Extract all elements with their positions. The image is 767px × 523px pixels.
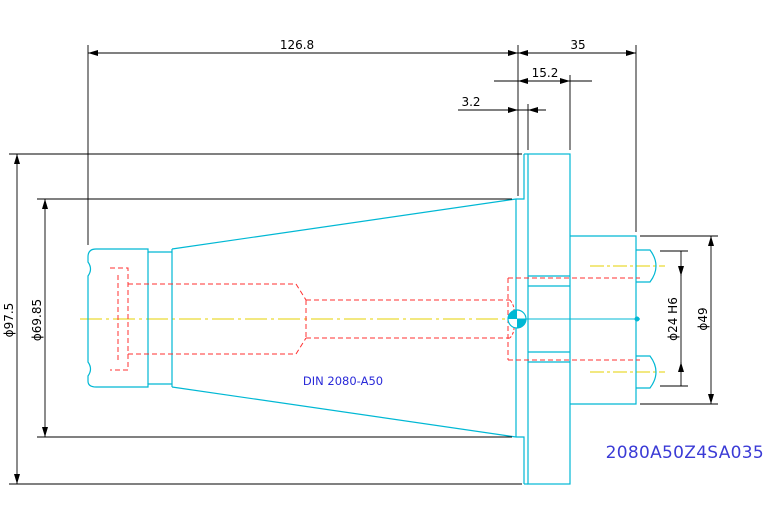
pull-stud-outline	[87, 248, 172, 388]
shank-outline	[570, 235, 637, 405]
flange-step-label: 3.2	[461, 95, 480, 109]
bore-chamfer-bottom	[295, 337, 307, 355]
overall-length-label: 126.8	[280, 38, 314, 52]
taper-collar-lower	[516, 436, 525, 484]
flange-length-label: 35	[570, 38, 585, 52]
lower-drive-pin	[636, 355, 657, 389]
shoulder-label: 15.2	[532, 66, 559, 80]
part-number: 2080A50Z4SA035	[606, 443, 764, 463]
upper-drive-pin	[636, 249, 657, 283]
taper-collar-upper	[516, 154, 525, 200]
outer-diameter-label: ϕ97.5	[2, 303, 16, 338]
taper-top-edge	[171, 198, 517, 250]
taper-bottom-edge	[171, 386, 517, 438]
stud-pocket	[110, 267, 129, 371]
dimension-lines	[9, 45, 718, 485]
pin-pitch-diameter-label: ϕ49	[696, 307, 710, 330]
standard-label: DIN 2080-A50	[303, 374, 383, 388]
bore-diameter-label: ϕ24 H6	[666, 297, 680, 341]
bore-chamfer-top	[295, 283, 307, 301]
center-marker	[507, 309, 640, 329]
hidden-lines	[110, 267, 640, 371]
taper-diameter-label: ϕ69.85	[30, 299, 44, 341]
arrowheads	[14, 50, 714, 484]
